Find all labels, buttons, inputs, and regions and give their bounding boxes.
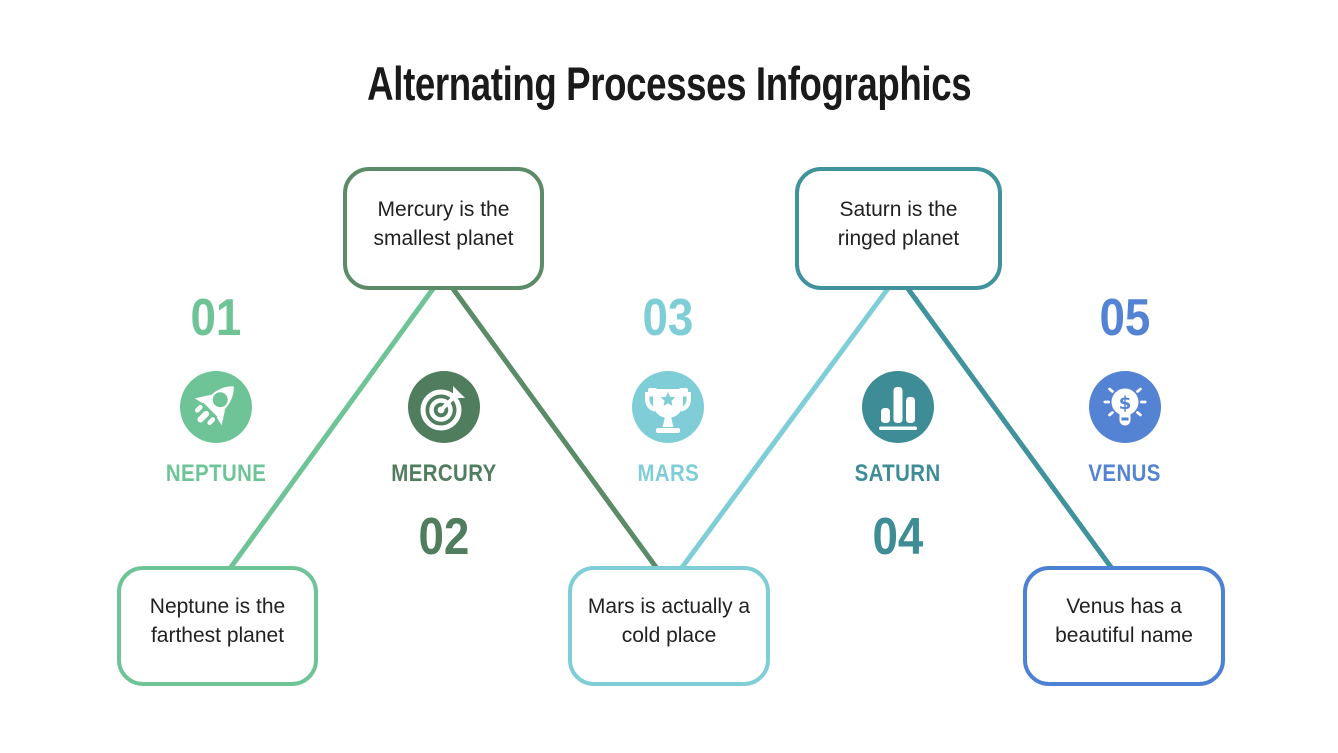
step-neptune-label: NEPTUNE bbox=[165, 460, 267, 487]
lightbulb-dollar-icon: $ bbox=[1089, 371, 1161, 443]
page-title-text: Alternating Processes Infographics bbox=[366, 57, 972, 110]
step-mercury: MERCURY 02 bbox=[354, 292, 534, 582]
card-saturn: Saturn is the ringed planet bbox=[795, 167, 1002, 290]
connector-mars-saturn bbox=[666, 273, 901, 587]
connector-neptune-mercury bbox=[215, 273, 446, 587]
trophy-icon bbox=[632, 371, 704, 443]
card-mercury-text: Mercury is the smallest planet bbox=[373, 197, 514, 250]
step-mercury-label: MERCURY bbox=[391, 460, 497, 487]
step-venus: 05 $ VENUS bbox=[1035, 292, 1215, 582]
step-venus-label: VENUS bbox=[1088, 460, 1162, 487]
connector-mercury-mars bbox=[440, 273, 672, 587]
step-saturn-label: SATURN bbox=[854, 460, 942, 487]
card-mercury: Mercury is the smallest planet bbox=[343, 167, 544, 290]
connector-saturn-venus bbox=[895, 273, 1127, 587]
card-mars-text: Mars is actually a cold place bbox=[587, 595, 751, 647]
card-venus: Venus has a beautiful name bbox=[1023, 566, 1225, 686]
card-saturn-text: Saturn is the ringed planet bbox=[837, 197, 960, 250]
step-venus-number: 05 bbox=[1099, 289, 1151, 347]
card-mars: Mars is actually a cold place bbox=[568, 566, 770, 686]
step-neptune-number: 01 bbox=[190, 289, 242, 347]
step-mars-number: 03 bbox=[642, 289, 694, 347]
card-neptune: Neptune is the farthest planet bbox=[117, 566, 318, 686]
step-mercury-number: 02 bbox=[418, 508, 470, 566]
step-mars-label: MARS bbox=[637, 460, 699, 487]
card-neptune-text: Neptune is the farthest planet bbox=[149, 595, 286, 647]
rocket-icon bbox=[180, 371, 252, 443]
bar-chart-icon bbox=[862, 371, 934, 443]
step-neptune: 01 NEPTUNE bbox=[126, 292, 306, 582]
step-mars: 03 MARS bbox=[578, 292, 758, 582]
dart-target-icon bbox=[408, 371, 480, 443]
card-venus-text: Venus has a beautiful name bbox=[1055, 595, 1193, 647]
svg-text:$: $ bbox=[1119, 393, 1132, 414]
page-title: Alternating Processes Infographics bbox=[0, 56, 1338, 111]
step-saturn: SATURN 04 bbox=[808, 292, 988, 582]
step-saturn-number: 04 bbox=[872, 508, 924, 566]
